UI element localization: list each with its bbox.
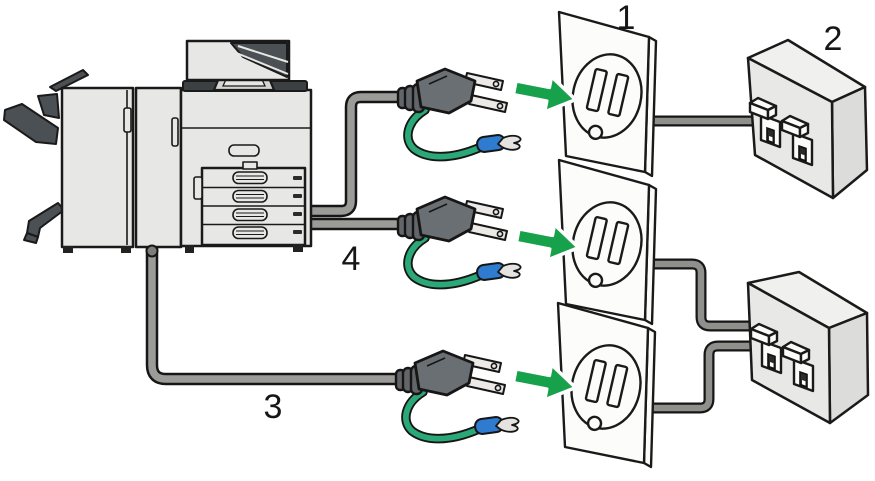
callout-4: 4 bbox=[341, 240, 361, 278]
bridge-unit bbox=[134, 86, 183, 249]
callout-3: 3 bbox=[263, 388, 283, 426]
breaker-box-2 bbox=[746, 270, 870, 425]
finisher-unit bbox=[60, 86, 135, 249]
power-plug-2 bbox=[398, 197, 521, 285]
wall-outlet-1 bbox=[557, 10, 658, 178]
paper-trays bbox=[193, 161, 307, 247]
machine-feet bbox=[63, 244, 303, 253]
printer-and-finisher bbox=[3, 39, 313, 253]
document-feeder bbox=[185, 39, 291, 82]
scanner-and-control-panel bbox=[182, 71, 308, 92]
finisher-output-trays bbox=[3, 69, 89, 244]
power-cords bbox=[145, 90, 408, 386]
callout-2: 2 bbox=[823, 20, 843, 58]
breaker-box-1 bbox=[746, 38, 869, 200]
callout-1: 1 bbox=[616, 0, 636, 37]
power-plug-3 bbox=[396, 351, 519, 439]
power-plug-1 bbox=[398, 69, 521, 157]
cord-connector bbox=[145, 244, 159, 258]
outlet-to-breaker-cables bbox=[629, 115, 752, 414]
